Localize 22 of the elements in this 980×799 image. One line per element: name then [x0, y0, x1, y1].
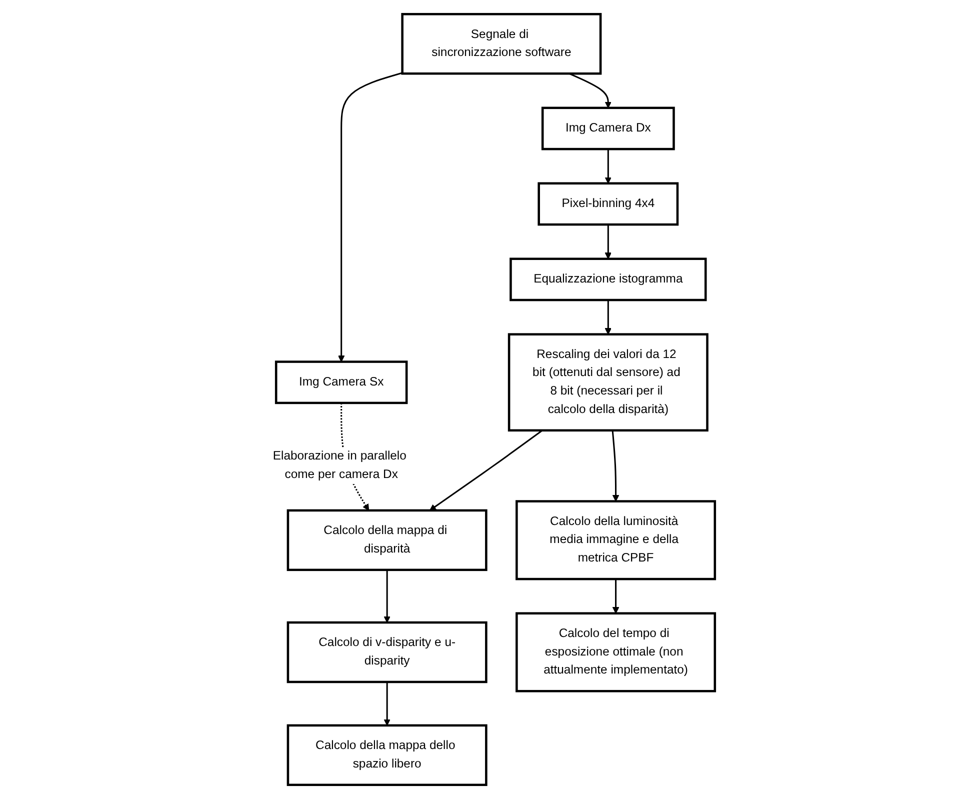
node-box: Calcolo della mappa di disparità	[286, 509, 488, 572]
node-box: Segnale di sincronizzazione software	[401, 12, 602, 75]
arrow	[384, 682, 390, 726]
arrow	[429, 430, 543, 511]
arrow	[338, 72, 403, 362]
arrow	[604, 149, 612, 184]
node-box: Calcolo di v-disparity e u-disparity	[286, 621, 488, 684]
edge-label: Elaborazione in parallelo come per camera Dx	[272, 450, 406, 482]
arrow	[604, 224, 612, 260]
arrow	[612, 579, 620, 614]
node-box: Calcolo della mappa dello spazio libero	[286, 724, 488, 786]
node-box: Equalizzazione istogramma	[510, 258, 707, 302]
arrow	[384, 570, 390, 623]
arrow	[612, 430, 620, 502]
arrow	[568, 72, 612, 108]
node-box: Calcolo del tempo di esposizione ottimale (non attualmente implementato)	[516, 612, 716, 692]
node-box: Calcolo della luminosità media immagine e della metrica CPBF	[516, 500, 716, 580]
arrow	[604, 300, 612, 335]
node-box: Rescaling dei valori da 12 bit (ottenuti dal sensore) ad 8 bit (necessari per il calcolo della disparità)	[508, 333, 708, 432]
node-box: Img Camera Sx	[274, 360, 408, 404]
node-box: Pixel-binning 4x4	[538, 182, 679, 226]
node-box: Img Camera Dx	[541, 106, 675, 150]
